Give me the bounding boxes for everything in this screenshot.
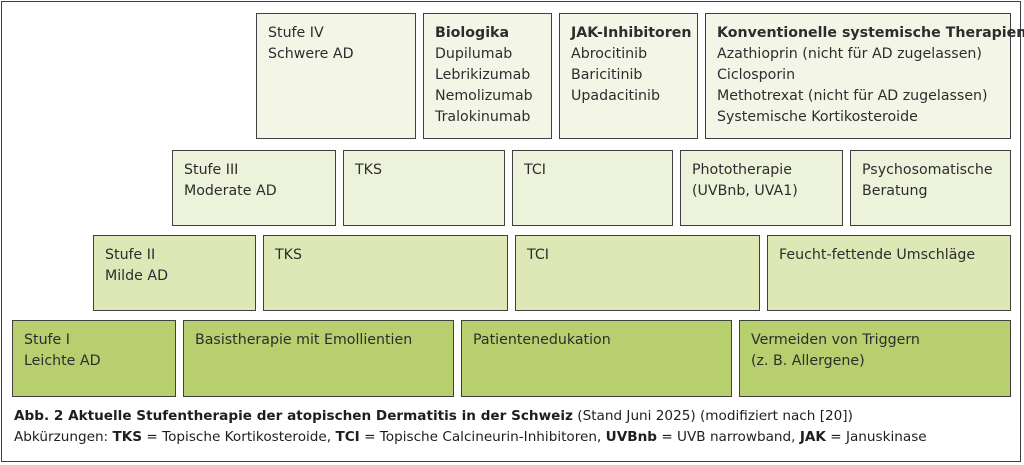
tks-label: TKS [275, 247, 302, 263]
jak-item: Baricitinib [571, 67, 643, 83]
biologics-item: Nemolizumab [435, 88, 533, 104]
psychosomatic-box: Psychosomatische Beratung [850, 150, 1011, 226]
tci-label: TCI [524, 162, 546, 178]
phototherapy-line1: Phototherapie [692, 162, 792, 178]
tci-box-level2: TCI [515, 235, 760, 311]
phototherapy-box: Phototherapie (UVBnb, UVA1) [680, 150, 843, 226]
stage-1-subtitle: Leichte AD [24, 353, 101, 369]
psychosomatic-line2: Beratung [862, 183, 928, 199]
caption-label: Abb. 2 Aktuelle Stufentherapie der atopi… [14, 408, 573, 424]
conventional-item: Ciclosporin [717, 67, 796, 83]
biologics-heading: Biologika [435, 25, 510, 41]
avoid-triggers-line1: Vermeiden von Triggern [751, 332, 920, 348]
psychosomatic-line1: Psychosomatische [862, 162, 993, 178]
tci-box-level3: TCI [512, 150, 673, 226]
tks-box-level3: TKS [343, 150, 505, 226]
jak-heading: JAK-Inhibitoren [571, 25, 692, 41]
abbr-term: UVBnb [605, 429, 658, 445]
conventional-item: Systemische Kortikosteroide [717, 109, 918, 125]
jak-inhibitors-box: JAK-Inhibitoren Abrocitinib Baricitinib … [559, 13, 698, 139]
biologics-box: Biologika Dupilumab Lebrikizumab Nemoliz… [423, 13, 552, 139]
caption-note: (Stand Juni 2025) (modifiziert nach [20]… [572, 408, 853, 424]
patient-education-box: Patientenedukation [461, 320, 732, 397]
abbr-term: JAK [799, 429, 826, 445]
conventional-therapies-box: Konventionelle systemische Therapien Aza… [705, 13, 1024, 139]
stage-2-subtitle: Milde AD [105, 268, 168, 284]
tks-box-level2: TKS [263, 235, 508, 311]
stage-4-title: Stufe IV [268, 25, 324, 41]
abbr-prefix: Abkürzungen: [14, 429, 113, 445]
caption-title-line: Abb. 2 Aktuelle Stufentherapie der atopi… [14, 406, 927, 427]
wet-wraps-box: Feucht-fettende Umschläge [767, 235, 1011, 311]
jak-item: Upadacitinib [571, 88, 660, 104]
stage-1-title: Stufe I [24, 332, 70, 348]
figure-caption: Abb. 2 Aktuelle Stufentherapie der atopi… [14, 406, 927, 448]
conventional-item: Azathioprin (nicht für AD zugelassen) [717, 46, 982, 62]
phototherapy-line2: (UVBnb, UVA1) [692, 183, 798, 199]
avoid-triggers-line2: (z. B. Allergene) [751, 353, 865, 369]
biologics-item: Dupilumab [435, 46, 513, 62]
stage-4-box: Stufe IV Schwere AD [256, 13, 416, 139]
basis-therapy-box: Basistherapie mit Emollientien [183, 320, 454, 397]
stage-3-subtitle: Moderate AD [184, 183, 277, 199]
biologics-item: Tralokinumab [435, 109, 531, 125]
abbr-def: = Januskinase [825, 429, 927, 445]
tks-label: TKS [355, 162, 382, 178]
stage-3-box: Stufe III Moderate AD [172, 150, 336, 226]
caption-abbreviations: Abkürzungen: TKS = Topische Kortikostero… [14, 427, 927, 448]
abbr-def: = Topische Calcineurin-Inhibitoren, [359, 429, 606, 445]
patient-education-label: Patientenedukation [473, 332, 611, 348]
jak-item: Abrocitinib [571, 46, 648, 62]
avoid-triggers-box: Vermeiden von Triggern (z. B. Allergene) [739, 320, 1011, 397]
abbr-term: TCI [335, 429, 360, 445]
conventional-item: Methotrexat (nicht für AD zugelassen) [717, 88, 988, 104]
stage-1-box: Stufe I Leichte AD [12, 320, 176, 397]
biologics-item: Lebrikizumab [435, 67, 531, 83]
tci-label: TCI [527, 247, 549, 263]
conventional-heading: Konventionelle systemische Therapien [717, 25, 1024, 41]
stage-2-box: Stufe II Milde AD [93, 235, 256, 311]
abbr-term: TKS [112, 429, 143, 445]
wet-wraps-label: Feucht-fettende Umschläge [779, 247, 976, 263]
stage-2-title: Stufe II [105, 247, 156, 263]
abbr-def: = UVB narrowband, [657, 429, 800, 445]
basis-therapy-label: Basistherapie mit Emollientien [195, 332, 413, 348]
stage-3-title: Stufe III [184, 162, 239, 178]
abbr-def: = Topische Kortikosteroide, [142, 429, 336, 445]
stage-4-subtitle: Schwere AD [268, 46, 354, 62]
